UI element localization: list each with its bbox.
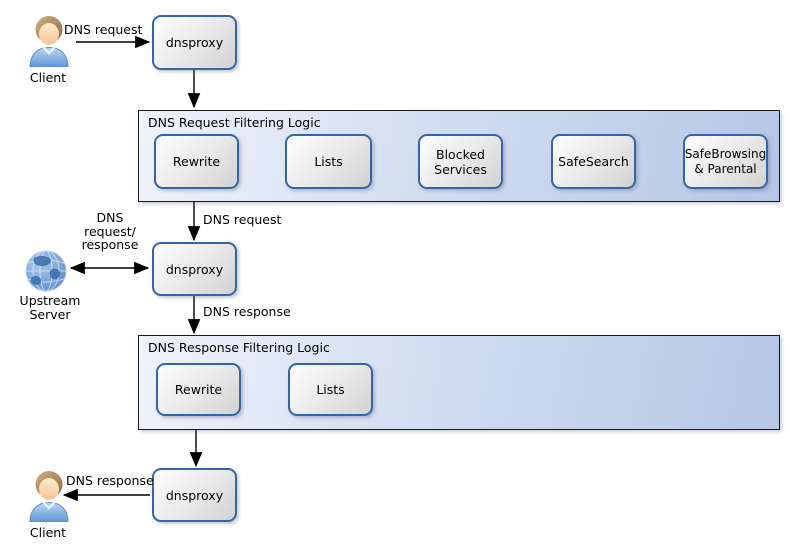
step-lists-2: Lists (288, 363, 373, 416)
container-dns-response-filtering: DNS Response Filtering Logic Rewrite Lis… (138, 335, 780, 430)
response-filter-title: DNS Response Filtering Logic (148, 340, 330, 355)
globe-icon (25, 250, 67, 292)
request-filter-title: DNS Request Filtering Logic (148, 115, 321, 130)
client-top-label: Client (29, 70, 67, 85)
label-dns-response-mid: DNS response (203, 304, 291, 319)
step-rewrite-1: Rewrite (154, 134, 239, 189)
step-lists-1: Lists (285, 134, 372, 189)
step-safebrowsing-parental: SafeBrowsing & Parental (683, 134, 768, 189)
container-dns-request-filtering: DNS Request Filtering Logic Rewrite List… (138, 110, 780, 202)
client-bottom-label: Client (29, 525, 67, 540)
step-rewrite-2: Rewrite (156, 363, 241, 416)
node-dnsproxy-1: dnsproxy (152, 15, 237, 70)
step-safesearch: SafeSearch (551, 134, 636, 189)
label-dns-response-bottom: DNS response (66, 473, 154, 488)
person-icon (29, 16, 69, 67)
label-dns-request-mid: DNS request (203, 212, 282, 227)
label-dns-request-top: DNS request (64, 22, 143, 37)
node-dnsproxy-3: dnsproxy (152, 468, 237, 522)
node-dnsproxy-2: dnsproxy (152, 242, 237, 296)
person-icon (29, 471, 69, 522)
label-dns-request-response: DNS request/ response (81, 210, 139, 252)
step-blocked-services: Blocked Services (418, 134, 503, 189)
upstream-server-label: Upstream Server (19, 293, 81, 322)
